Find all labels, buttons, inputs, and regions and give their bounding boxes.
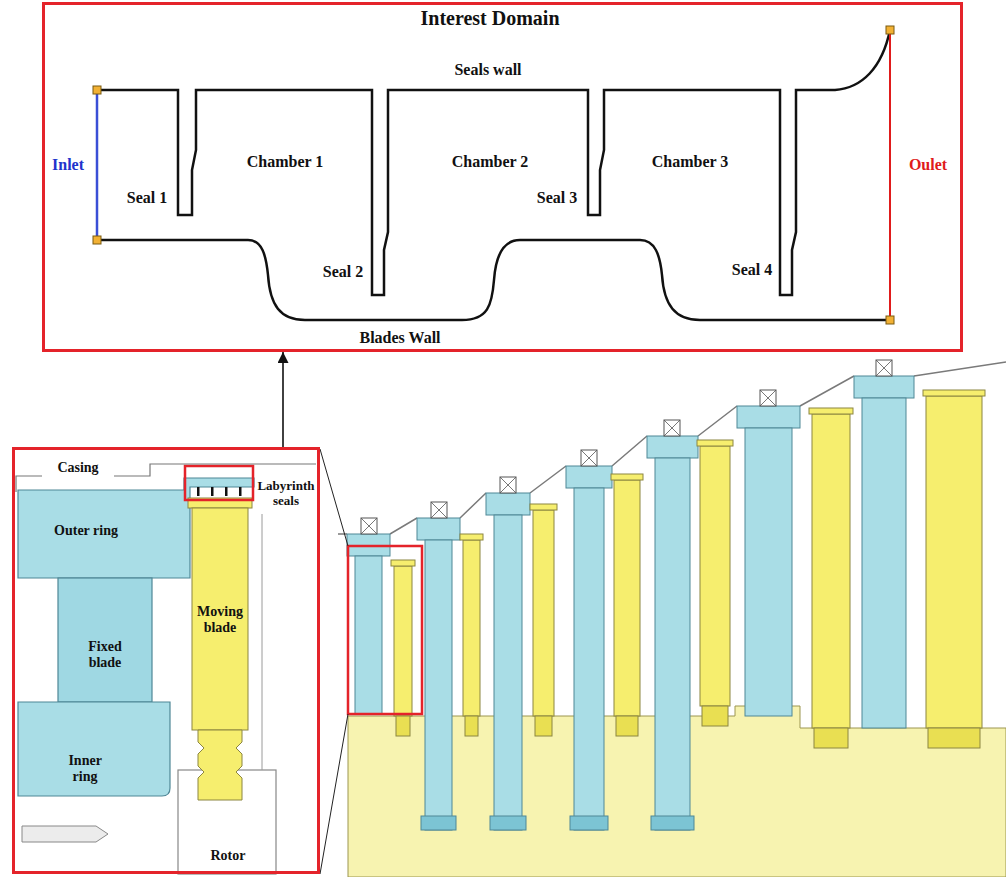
blade-root (702, 706, 728, 726)
fixed-blade-shape (58, 578, 152, 702)
stator-ring (647, 436, 698, 458)
seal-label: Seal 4 (732, 261, 772, 279)
blade-root (535, 716, 552, 736)
moving-blade (463, 540, 480, 716)
blade-shroud (611, 474, 643, 480)
drawing-part (347, 376, 914, 830)
drawing-part (421, 816, 694, 830)
outer-ring-part: Outer ring (24, 506, 148, 556)
stator-blade (494, 515, 522, 830)
diaphragm-foot (651, 816, 694, 830)
moving-blade (700, 446, 730, 706)
seal-label: Seal 1 (127, 189, 167, 207)
zoom-arrow (282, 352, 284, 447)
blade-root (928, 728, 980, 748)
part-label: Inner ring (68, 753, 101, 784)
seal-fin (211, 487, 214, 496)
drawing-part (197, 487, 242, 496)
outlet-line (889, 30, 891, 320)
inner-ring-shape (18, 702, 170, 796)
drawing-part (391, 390, 985, 728)
inlet-line (96, 90, 99, 240)
chamber-label: Chamber 2 (452, 153, 529, 171)
zoom-frame (348, 546, 422, 714)
wall-label: Seals wall (454, 61, 521, 79)
seal-highlight-frame (185, 466, 253, 500)
stator-ring (737, 406, 800, 428)
detail-panel: Outer ringFixed blade Moving bladeInner r… (12, 447, 320, 874)
moving-blade (812, 414, 850, 728)
moving-blade-root (198, 730, 242, 800)
panel-title: Interest Domain (420, 7, 559, 29)
part-label: Rotor (211, 848, 246, 864)
part-label: Moving blade (197, 604, 243, 635)
blade-shroud (923, 390, 985, 396)
blade-shroud (809, 408, 853, 414)
rotor-part: Rotor (186, 842, 270, 870)
wall-label: Blades Wall (359, 329, 440, 347)
seals-wall-line (97, 30, 890, 295)
diaphragm-foot (570, 816, 608, 830)
stator-blade (745, 428, 792, 716)
stator-ring (854, 376, 914, 398)
moving-blade-part: Moving blade (194, 590, 246, 650)
diaphragm-foot (490, 816, 526, 830)
corner-marker (93, 86, 101, 94)
seal-fin (197, 487, 200, 496)
diaphragm-foot (421, 816, 456, 830)
blade-root (616, 716, 638, 736)
pin-shape (22, 826, 108, 842)
boundary-label: Inlet (52, 156, 84, 174)
stator-ring (486, 493, 530, 515)
rotor-side-line (262, 514, 263, 770)
part-label: Casing (57, 460, 98, 476)
blade-shroud (530, 504, 557, 510)
inner-ring-part: Inner ring (40, 748, 130, 790)
moving-blade (926, 396, 982, 728)
blade-root (396, 716, 410, 736)
corner-marker (93, 236, 101, 244)
blade-shroud (460, 534, 483, 540)
seal-label: Seal 2 (323, 263, 363, 281)
fixed-blade-part: Fixed blade (60, 625, 150, 685)
blade-shroud (391, 560, 415, 566)
stator-blade (425, 540, 452, 830)
domain-panel: Interest DomainSeals wallInletSeal 1 Cham… (42, 2, 963, 352)
seal-fin (225, 487, 228, 496)
corner-marker (886, 316, 894, 324)
blades-wall-line (97, 240, 890, 320)
seal-fin (239, 487, 242, 496)
moving-blade (614, 480, 640, 716)
zoom-leader-line (320, 449, 348, 874)
moving-blade (533, 510, 554, 716)
callout-label: Labyrinth seals (257, 479, 314, 508)
boundary-label: Oulet (909, 156, 947, 174)
stator-blade (574, 488, 604, 830)
blade-root (814, 728, 848, 748)
part-label: Fixed blade (88, 639, 121, 670)
chamber-label: Chamber 3 (652, 153, 729, 171)
stator-blade (355, 556, 382, 714)
stator-blade (655, 458, 690, 830)
moving-blade-shape (192, 508, 248, 730)
drawing-part (396, 706, 980, 748)
blade-root (465, 716, 478, 736)
corner-marker (886, 26, 894, 34)
blade-shroud (697, 440, 733, 446)
stator-ring (566, 466, 612, 488)
chamber-label: Chamber 1 (247, 153, 324, 171)
seal-label: Seal 3 (537, 189, 577, 207)
moving-blade (394, 566, 412, 716)
stator-blade (862, 398, 906, 728)
part-label: Outer ring (54, 523, 118, 539)
drawing-part (93, 26, 894, 324)
stator-ring (417, 518, 460, 540)
